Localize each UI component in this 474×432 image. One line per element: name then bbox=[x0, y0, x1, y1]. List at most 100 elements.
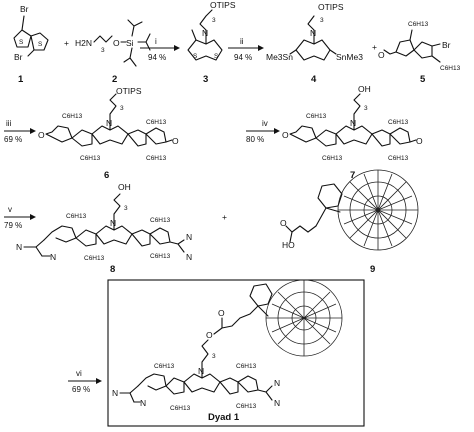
o-atom: O bbox=[416, 136, 423, 146]
compound-9-label: 9 bbox=[370, 264, 375, 275]
cn-n-atom: N bbox=[50, 252, 56, 262]
plus-sign: + bbox=[222, 212, 227, 222]
ho-group: HO bbox=[282, 240, 295, 250]
chain-subscript: 3 bbox=[364, 105, 368, 112]
chain-subscript: 3 bbox=[320, 17, 324, 24]
step-iii-label: iii bbox=[6, 119, 12, 128]
compound-9-structure: HO O bbox=[280, 169, 419, 251]
step-iv-yield: 80 % bbox=[246, 135, 264, 144]
cn-n-atom: N bbox=[274, 378, 280, 388]
s-atom: S bbox=[193, 53, 198, 60]
n-atom: N bbox=[310, 28, 316, 38]
otips-group: OTIPS bbox=[116, 86, 142, 96]
hexyl-group: C6H13 bbox=[80, 155, 101, 162]
o-atom: O bbox=[206, 330, 213, 340]
br-atom-bottom: Br bbox=[14, 52, 23, 62]
chain-subscript: 3 bbox=[101, 47, 105, 54]
n-atom: N bbox=[198, 366, 204, 376]
hexyl-group: C6H13 bbox=[154, 363, 175, 370]
n-atom: N bbox=[106, 118, 112, 128]
compound-1-label: 1 bbox=[18, 74, 24, 85]
compound-3-label: 3 bbox=[203, 74, 208, 85]
n-atom: N bbox=[350, 118, 356, 128]
compound-1-structure: Br Br S S bbox=[13, 4, 49, 62]
hexyl-group: C6H13 bbox=[146, 119, 167, 126]
compound-5-label: 5 bbox=[420, 74, 426, 85]
compound-6-structure: O O N 3 OTIPS C6H13 C6H13 C6H13 C6H13 bbox=[38, 86, 179, 162]
dyad-1-structure: N N N N N 3 O O C6H13 C6H13 C6H13 C6H13 bbox=[112, 279, 343, 412]
compound-6-label: 6 bbox=[104, 170, 109, 181]
o-atom: O bbox=[218, 308, 225, 318]
hexyl-group: C6H13 bbox=[84, 255, 105, 262]
cn-n-atom: N bbox=[16, 242, 22, 252]
hexyl-group: C6H13 bbox=[66, 213, 87, 220]
n-atom: N bbox=[110, 218, 116, 228]
chain-subscript: 3 bbox=[124, 205, 128, 212]
o-atom: O bbox=[282, 130, 289, 140]
hexyl-group: C6H13 bbox=[62, 113, 83, 120]
n-atom: N bbox=[202, 28, 208, 38]
hexyl-group: C6H13 bbox=[150, 217, 171, 224]
o-atom: O bbox=[280, 218, 287, 228]
step-i-yield: 94 % bbox=[148, 53, 166, 62]
s-atom: S bbox=[38, 41, 43, 48]
me3sn-group: Me3Sn bbox=[266, 52, 293, 62]
plus-sign: + bbox=[372, 42, 377, 52]
hexyl-group: C6H13 bbox=[236, 403, 257, 410]
hexyl-group: C6H13 bbox=[146, 155, 167, 162]
plus-sign: + bbox=[64, 38, 69, 48]
si-atom: Si bbox=[126, 38, 134, 48]
br-atom-top: Br bbox=[20, 4, 29, 14]
oh-group: OH bbox=[358, 84, 371, 94]
hexyl-group: C6H13 bbox=[440, 65, 461, 72]
step-v-label: v bbox=[8, 205, 12, 214]
s-atom: S bbox=[214, 53, 219, 60]
step-i-label: i bbox=[155, 37, 157, 46]
chain-subscript: 3 bbox=[120, 105, 124, 112]
hexyl-group: C6H13 bbox=[322, 155, 343, 162]
step-v-yield: 79 % bbox=[4, 221, 22, 230]
hexyl-group: C6H13 bbox=[388, 119, 409, 126]
dyad-1-label: Dyad 1 bbox=[208, 412, 240, 423]
cn-n-atom: N bbox=[186, 232, 192, 242]
compound-3-structure: N 3 OTIPS S S bbox=[187, 0, 236, 61]
o-atom: O bbox=[38, 130, 45, 140]
otips-group: OTIPS bbox=[318, 2, 344, 12]
hexyl-group: C6H13 bbox=[306, 113, 327, 120]
cn-n-atom: N bbox=[186, 252, 192, 262]
cn-n-atom: N bbox=[140, 398, 146, 408]
compound-5-structure: O C6H13 Br C6H13 bbox=[378, 21, 461, 72]
snme3-group: SnMe3 bbox=[336, 52, 363, 62]
o-atom: O bbox=[378, 50, 385, 60]
cn-n-atom: N bbox=[274, 398, 280, 408]
compound-2-structure: H2N 3 O Si bbox=[75, 19, 151, 67]
hexyl-group: C6H13 bbox=[236, 363, 257, 370]
chain-subscript: 3 bbox=[212, 353, 216, 360]
compound-7-structure: O O N 3 OH C6H13 C6H13 C6H13 C6H13 bbox=[282, 84, 423, 162]
dyad-frame bbox=[107, 279, 365, 427]
step-vi-yield: 69 % bbox=[72, 385, 90, 394]
step-iii-yield: 69 % bbox=[4, 135, 22, 144]
hexyl-group: C6H13 bbox=[150, 253, 171, 260]
o-atom: O bbox=[113, 38, 120, 48]
chain-subscript: 3 bbox=[212, 17, 216, 24]
hexyl-group: C6H13 bbox=[388, 155, 409, 162]
hexyl-group: C6H13 bbox=[408, 21, 429, 28]
compound-8-label: 8 bbox=[110, 264, 115, 275]
oh-group: OH bbox=[118, 182, 131, 192]
otips-group: OTIPS bbox=[210, 0, 236, 10]
cn-n-atom: N bbox=[112, 388, 118, 398]
compound-2-label: 2 bbox=[112, 74, 117, 85]
br-atom: Br bbox=[442, 40, 451, 50]
step-ii-label: ii bbox=[240, 37, 244, 46]
compound-8-structure: N N N N N 3 OH C6H13 C6H13 C6H13 C6H13 bbox=[16, 182, 192, 262]
step-iv-label: iv bbox=[262, 119, 268, 128]
compound-7-label: 7 bbox=[350, 170, 355, 181]
step-vi-label: vi bbox=[76, 369, 82, 378]
s-atom: S bbox=[19, 39, 24, 46]
compound-4-structure: N 3 OTIPS Me3Sn SnMe3 bbox=[266, 2, 363, 62]
hexyl-group: C6H13 bbox=[170, 405, 191, 412]
h2n-group: H2N bbox=[75, 38, 92, 48]
